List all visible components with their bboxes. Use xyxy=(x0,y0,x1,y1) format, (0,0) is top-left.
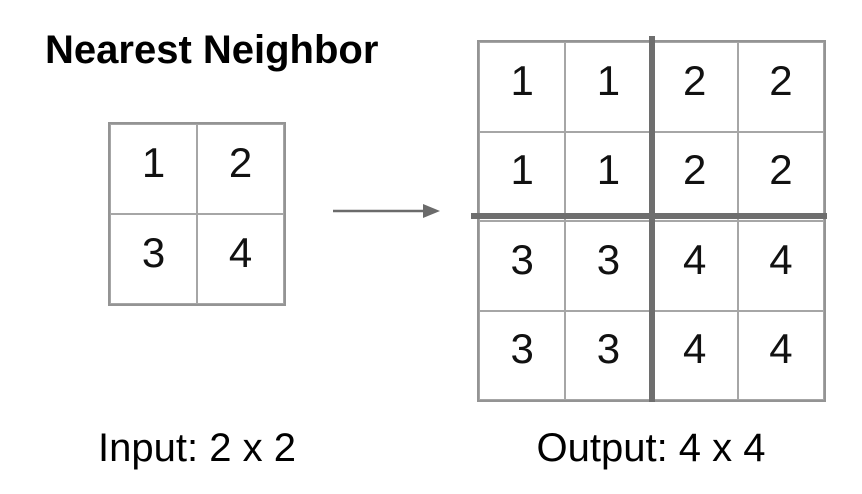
output-grid-cell: 1 xyxy=(565,42,652,132)
output-grid-cell: 4 xyxy=(651,221,738,311)
right-arrow-icon xyxy=(333,204,440,218)
input-grid-cell: 3 xyxy=(110,214,197,304)
output-grid-cell: 2 xyxy=(737,42,824,132)
output-grid-cell: 3 xyxy=(565,221,652,311)
output-grid-cell: 2 xyxy=(651,131,738,221)
output-grid-cell: 4 xyxy=(737,310,824,400)
output-grid-cell: 2 xyxy=(651,42,738,132)
output-caption: Output: 4 x 4 xyxy=(536,426,766,470)
output-grid: 1 1 2 2 1 1 2 2 3 3 4 4 3 3 4 4 xyxy=(471,36,827,402)
input-grid-cell: 2 xyxy=(197,124,284,214)
input-caption: Input: 2 x 2 xyxy=(98,426,296,470)
output-grid-cell: 3 xyxy=(479,221,566,311)
output-grid-cell: 1 xyxy=(479,131,566,221)
input-grid-cell: 1 xyxy=(110,124,197,214)
output-grid-cell: 3 xyxy=(565,310,652,400)
output-grid-cell: 4 xyxy=(737,221,824,311)
output-grid-cell: 1 xyxy=(565,131,652,221)
output-grid-cell: 3 xyxy=(479,310,566,400)
quadrant-divider-vertical xyxy=(648,36,655,402)
input-grid: 1 2 3 4 xyxy=(108,122,286,306)
diagram-title: Nearest Neighbor xyxy=(45,28,379,72)
output-grid-cell: 2 xyxy=(737,131,824,221)
input-grid-cell: 4 xyxy=(197,214,284,304)
output-grid-cell: 4 xyxy=(651,310,738,400)
quadrant-divider-horizontal xyxy=(471,212,827,219)
output-grid-cell: 1 xyxy=(479,42,566,132)
